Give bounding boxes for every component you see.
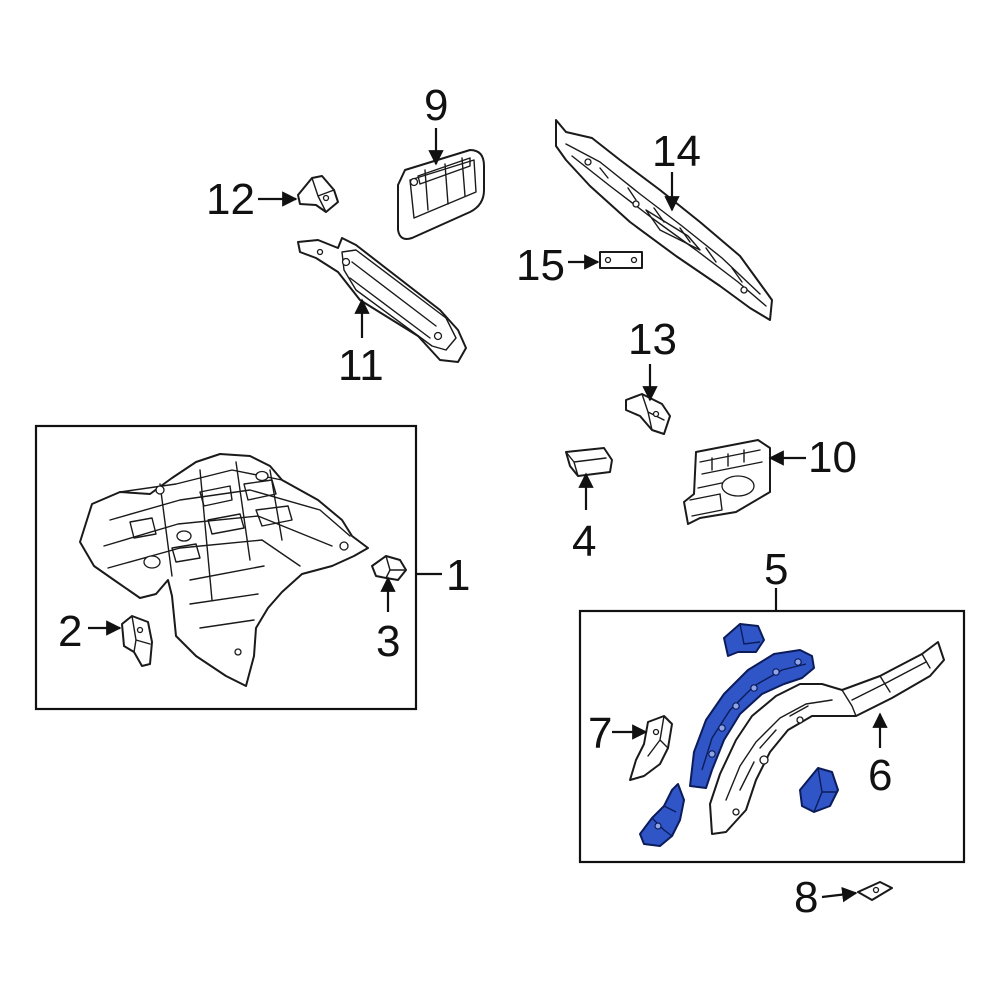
callout-7: 7 (588, 709, 612, 758)
part-5-arch-reinforcement[interactable] (689, 649, 815, 789)
callout-10: 10 (808, 433, 857, 482)
callout-9: 9 (424, 81, 448, 130)
callout-15: 15 (516, 241, 565, 290)
part-11-crossmember[interactable] (297, 237, 467, 363)
part-10-bracket[interactable] (683, 439, 771, 525)
callout-labels: 1 2 3 4 5 6 7 8 9 10 11 12 13 14 15 (58, 81, 892, 922)
callout-13: 13 (628, 315, 677, 364)
part-4-bracket[interactable] (565, 447, 613, 477)
part-2-bracket[interactable] (121, 615, 153, 667)
callout-8: 8 (794, 873, 818, 922)
callout-11: 11 (338, 341, 384, 390)
part-5-lower-bracket[interactable] (639, 783, 685, 847)
callout-12: 12 (206, 175, 255, 224)
part-13-bracket[interactable] (625, 393, 671, 435)
callout-14: 14 (652, 127, 701, 176)
part-12-bracket[interactable] (297, 175, 339, 213)
part-14-rail[interactable] (555, 119, 773, 321)
leader-lines (88, 128, 888, 903)
part-7-bracket[interactable] (629, 715, 673, 781)
part-5-top-bracket[interactable] (723, 623, 765, 657)
part-5-side-bracket[interactable] (799, 767, 839, 813)
part-3-clip[interactable] (371, 555, 407, 581)
group-box-wheelhouse (578, 609, 966, 864)
part-8-plate[interactable] (857, 881, 893, 901)
part-6-wheelhouse[interactable] (709, 641, 945, 835)
callout-5: 5 (764, 545, 788, 594)
callout-6: 6 (868, 751, 892, 800)
part-1-floor-pan[interactable] (79, 453, 369, 687)
callout-3: 3 (376, 617, 400, 666)
callout-4: 4 (572, 517, 596, 566)
group-box-floor-pan (34, 424, 418, 711)
callout-1: 1 (446, 551, 470, 600)
part-15-plate[interactable] (599, 251, 643, 269)
part-9-bracket[interactable] (397, 149, 485, 240)
callout-2: 2 (58, 607, 82, 656)
